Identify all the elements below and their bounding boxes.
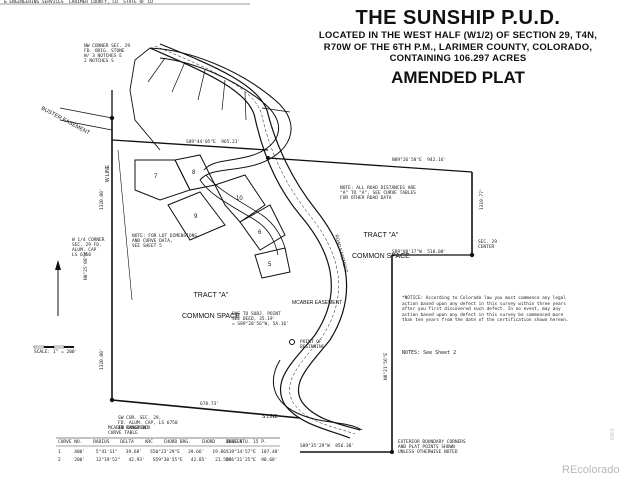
header-strip: & ENGINEERING SERVICES LARIMER COUNTY, C… (4, 0, 154, 5)
sw-corner-note: SW COR. SEC. 29, FD. ALUM. CAP, LS 6750 … (118, 416, 178, 431)
monument-center (469, 252, 475, 258)
road-distance-note: NOTE: ALL ROAD DISTANCES ARE "A" TO "A",… (340, 186, 416, 201)
curve-table-title: MCABER EASEMENT CURVE TABLE (108, 426, 149, 436)
south-easement-loop (272, 359, 363, 431)
distance-south: 678.73' (200, 402, 219, 407)
w-line-label: W LINE (105, 164, 112, 183)
bearing-west: N0°25'08"W (84, 252, 89, 280)
section-center-note: SEC. 29 CENTER (478, 240, 497, 250)
upper-lot-lines (129, 47, 161, 151)
survey-notice: *NOTICE: According to Colorado law you m… (402, 296, 569, 324)
lot-number-7: 7 (154, 174, 158, 180)
notes-reference: NOTES: See Sheet 2 (402, 350, 457, 356)
distance-west-2: 1320.00' (100, 348, 105, 370)
monument-sw (109, 397, 115, 403)
bearing-east-vertical: N0°21'56"E (384, 352, 389, 380)
bearing-south: S89°35'29"W 856.38' (300, 444, 355, 449)
deed-note: DUG TO SUBJ. POINT SEE DEED, 35.19' = S8… (232, 312, 289, 327)
monument-nw (109, 115, 115, 121)
distance-west-1: 1320.00' (100, 188, 105, 210)
lot-number-8: 8 (192, 170, 196, 176)
lot-polygon-9 (167, 191, 226, 241)
lot-number-5: 5 (268, 262, 272, 268)
curve-table-header: CURVE NO. RADIUS DELTA ARC CHORD BRG. CH… (58, 440, 245, 445)
scale-label: SCALE: 1" = 200' (34, 350, 78, 355)
lot-number-9: 9 (194, 214, 198, 220)
bearing-mid: S89°08'17"W 510.00' (392, 250, 447, 255)
distance-east-1: 1319.77' (480, 188, 485, 210)
curve-table-right-header: WEST P.U. 15 P. (226, 440, 267, 445)
north-east-boundary (267, 157, 473, 173)
lot-polygon-6 (239, 204, 286, 251)
point-of-beginning-note: POINT OF BEGINNING (300, 340, 325, 350)
tract-a-east-label: TRACT "A" COMMON SPACE (352, 232, 410, 260)
curve-table-row-1: 1 400' 5°41'11" 39.68' S50°23'29"E 39.66… (58, 450, 229, 455)
road-centerline (154, 45, 356, 435)
north-boundary-top (111, 139, 269, 151)
title-line-3: CONTAINING 106.297 ACRES (389, 53, 527, 64)
lot-polygon-5 (254, 247, 291, 279)
north-arrow (55, 260, 61, 316)
title-line-2: R70W OF THE 6TH P.M., LARIMER COUNTY, CO… (323, 41, 593, 53)
road-easement-inner (159, 43, 361, 431)
title-block: THE SUNSHIP P.U.D. LOCATED IN THE WEST H… (300, 6, 616, 89)
scale-bar (33, 345, 74, 349)
nw-corner-note: NW CORNER SEC. 29 FD. ORIG. STONE W/ 3 N… (84, 44, 131, 64)
lot-dimension-note: NOTE: FOR LOT DIMENSIONS AND CURVE DATA,… (132, 234, 198, 249)
lot-number-10: 10 (236, 196, 243, 202)
recolorado-watermark: REcolorado (562, 464, 620, 476)
ires-watermark: IRES (610, 428, 616, 440)
tract-a-west-label: TRACT "A" COMMON SPACE (182, 292, 240, 320)
plat-title: THE SUNSHIP P.U.D. (355, 7, 561, 29)
monument-pob (289, 339, 295, 345)
title-line-1: LOCATED IN THE WEST HALF (W1/2) OF SECTI… (318, 30, 598, 41)
south-boundary-line (111, 399, 301, 419)
mcaber-easement-label: MCABER EASEMENT (292, 300, 343, 306)
lot-polygon-7 (134, 159, 191, 201)
lot-polygon-10 (214, 174, 266, 223)
curve-table-row-2: 2 200' 12°19'52" 42.93' S59°30'55"E 42.8… (58, 458, 232, 463)
s-line-label: S LINE (262, 414, 278, 420)
bearing-east: N89°26'58"E 942.16' (392, 158, 447, 163)
north-loop-road-2 (159, 57, 280, 171)
curve-table-right-row-1: S19°14'57"E 107.48' (226, 450, 281, 455)
exterior-corners-note: EXTERIOR BOUNDARY CORNERS AND PLAT POINT… (398, 440, 466, 455)
curve-table-right-row-2: N86°31'25"E 90.68' (226, 458, 278, 463)
bearing-north: S89°44'05"E 965.21' (186, 140, 241, 145)
north-loop-road (149, 47, 292, 181)
plat-subtitle: AMENDED PLAT (391, 67, 525, 87)
lot-number-6: 6 (258, 230, 262, 236)
w-quarter-note: W 1/4 CORNER SEC. 29 FD. ALUM. CAP LS 67… (72, 238, 105, 258)
